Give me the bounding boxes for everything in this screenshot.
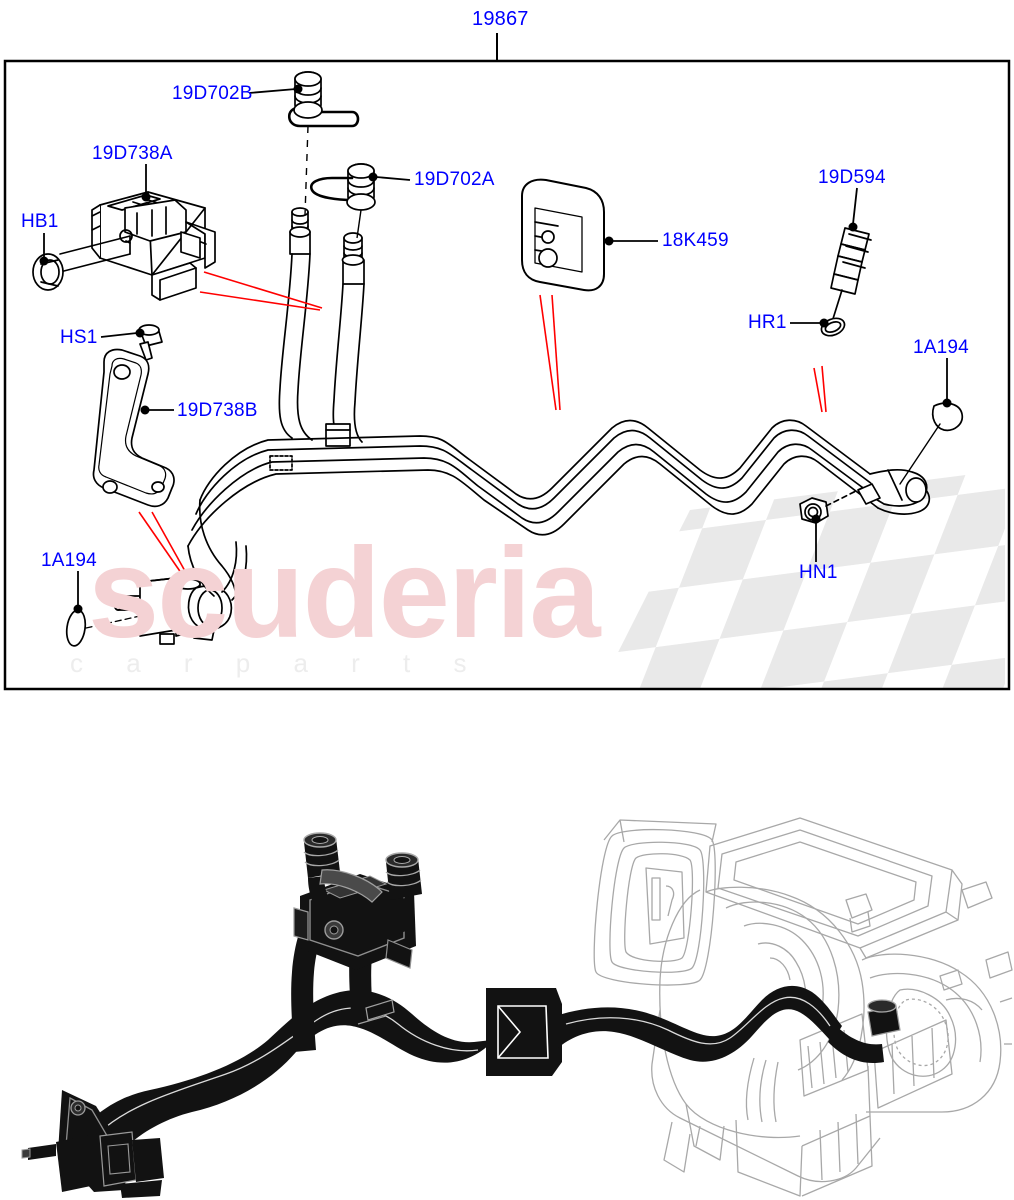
part-hose-clip-secondary bbox=[269, 455, 293, 471]
lower-left-valve-and-bracket bbox=[21, 1090, 164, 1198]
heater-hose-assembly-solid bbox=[21, 832, 901, 1198]
callout-19d702a: 19D702A bbox=[414, 169, 495, 190]
hose-quick-connect-fittings bbox=[303, 832, 422, 934]
part-19d702a-connector bbox=[309, 163, 376, 211]
callout-leader-lines bbox=[39, 84, 952, 614]
part-19d738b-bracket bbox=[92, 348, 175, 508]
part-hose-end-fittings bbox=[289, 207, 365, 285]
callout-19d594: 19D594 bbox=[818, 167, 886, 188]
watermark-brand: scuderia bbox=[88, 522, 600, 665]
callout-assembly-19867: 19867 bbox=[472, 8, 529, 30]
part-19d702b-connector bbox=[287, 71, 360, 128]
callout-hn1: HN1 bbox=[799, 562, 838, 583]
callout-hb1: HB1 bbox=[21, 211, 59, 232]
part-right-pipe-end-bracket bbox=[857, 468, 931, 515]
part-main-pipe-run bbox=[187, 419, 879, 547]
callout-hr1: HR1 bbox=[748, 312, 787, 333]
part-lower-valve-assembly bbox=[113, 541, 248, 645]
callout-19d738b: 19D738B bbox=[177, 400, 258, 421]
callout-19d702b: 19D702B bbox=[172, 83, 253, 104]
callout-1a194-left: 1A194 bbox=[41, 550, 97, 571]
part-18k459-grommet bbox=[521, 178, 605, 292]
lower-illustration bbox=[21, 817, 1013, 1198]
part-hn1-nut bbox=[799, 485, 867, 524]
callout-19d738a: 19D738A bbox=[92, 143, 173, 164]
part-hr1-oring bbox=[820, 317, 846, 337]
callout-1a194-right: 1A194 bbox=[913, 337, 969, 358]
callout-hs1: HS1 bbox=[60, 327, 98, 348]
callout-18k459: 18K459 bbox=[662, 230, 729, 251]
part-lower-pipe-branch bbox=[187, 499, 237, 599]
watermark-tagline: c a r p a r t s bbox=[70, 648, 485, 678]
red-reference-leaders bbox=[138, 271, 827, 581]
part-hose-clip bbox=[325, 423, 351, 447]
diagram-frame bbox=[3, 59, 1011, 691]
checkered-flag-watermark bbox=[600, 470, 1005, 688]
part-19d738a-valve-block bbox=[91, 191, 216, 301]
part-1a194-oring-right bbox=[899, 402, 964, 485]
part-19d594-sensor bbox=[830, 227, 872, 323]
